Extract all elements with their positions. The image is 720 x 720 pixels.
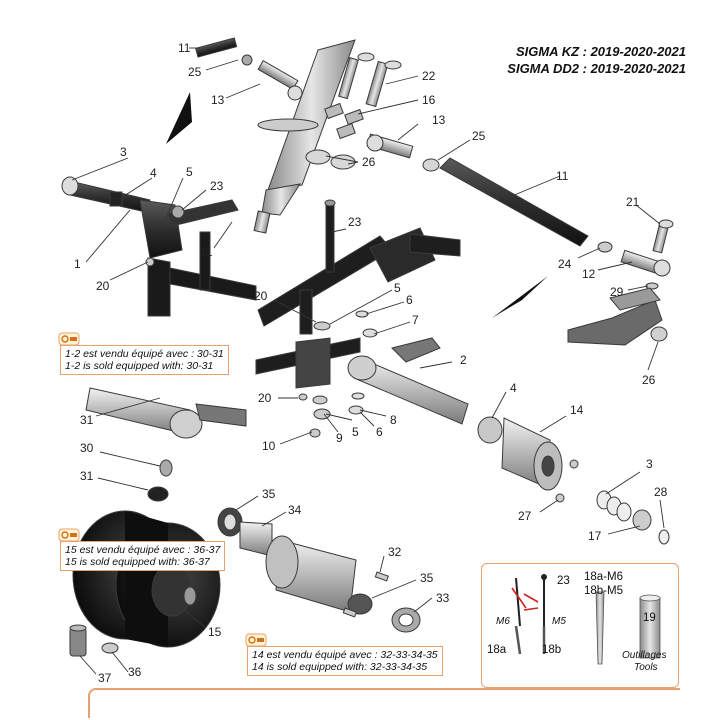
callout-26: 26 [362,155,376,169]
note-14: 14 est vendu équipé avec : 32-33-34-35 1… [245,633,443,676]
callout-34: 34 [288,503,302,517]
chassis-center [255,199,461,389]
inset-tools-en: Tools [634,662,658,673]
callout-numbers: 11 25 13 22 16 13 25 26 3 4 5 23 1 20 11… [74,41,668,685]
hub-14 [501,417,579,503]
rod-end-13-mid [366,133,440,172]
callout-16: 16 [422,93,436,107]
callout-5: 5 [394,281,401,295]
callout-28: 28 [654,485,668,499]
inset-label-23: 23 [557,575,570,587]
callout-5: 5 [186,165,193,179]
callout-6: 6 [376,425,383,439]
callout-33: 33 [436,591,450,605]
tools-inset: 23 18a-M6 18b-M5 19 M6 M5 18a 18b Outill… [481,563,679,688]
note-15-en: 15 is sold equipped with: 36-37 [65,556,210,568]
rod-end-12 [597,219,674,290]
callout-22: 22 [422,69,436,83]
note-14-en: 14 is sold equipped with: 32-33-34-35 [252,661,428,673]
direction-arrow-right [492,276,548,318]
callout-23: 23 [210,179,224,193]
callout-6: 6 [406,293,413,307]
callout-17: 17 [588,529,602,543]
callout-32: 32 [388,545,402,559]
model-line-2: SIGMA DD2 : 2019-2020-2021 [507,61,686,76]
callout-4: 4 [510,381,517,395]
callout-24: 24 [558,257,572,271]
callout-20: 20 [254,289,268,303]
callout-11: 11 [556,169,569,183]
callout-31: 31 [80,469,94,483]
callout-1: 1 [74,257,81,271]
leader-lines [71,47,665,675]
callout-7: 7 [412,313,419,327]
steering-column [253,39,356,234]
callout-25: 25 [472,129,486,143]
inset-label-18b-m5: 18b-M5 [584,585,623,597]
callout-4: 4 [150,166,157,180]
callout-3: 3 [646,457,653,471]
callout-5: 5 [352,425,359,439]
wheel-15 [69,510,221,657]
info-icon [245,633,267,647]
note-14-fr: 14 est vendu équipé avec : 32-33-34-35 [252,649,438,661]
callout-31: 31 [80,413,94,427]
note-15-fr: 15 est vendu équipé avec : 36-37 [65,544,221,556]
callout-10: 10 [262,439,276,453]
callout-35: 35 [262,487,276,501]
model-line-1: SIGMA KZ : 2019-2020-2021 [515,44,686,59]
tie-rod-11 [439,157,589,247]
direction-arrow-left [166,92,192,144]
inset-label-18a: 18a [487,644,507,656]
bolts-22 [338,52,402,108]
callout-14: 14 [570,403,584,417]
callout-13: 13 [211,93,225,107]
callout-30: 30 [80,441,94,455]
callout-37: 37 [98,671,112,685]
callout-12: 12 [582,267,596,281]
inset-tools-fr: Outillages [622,650,667,661]
callout-3: 3 [120,145,127,159]
front-axle-detail [61,176,257,317]
inset-label-m5: M5 [552,616,566,627]
callout-27: 27 [518,509,532,523]
rod-end-13-top [195,37,303,101]
callout-9: 9 [336,431,343,445]
callout-15: 15 [208,625,222,639]
callout-29: 29 [610,285,624,299]
callout-13: 13 [432,113,446,127]
callout-20: 20 [96,279,110,293]
inset-label-19: 19 [643,612,656,624]
spacers-3 [596,490,670,545]
callout-36: 36 [128,665,142,679]
bottom-frame [88,688,680,718]
callout-2: 2 [460,353,467,367]
note-1-2-fr: 1-2 est vendu équipé avec : 30-31 [65,348,224,360]
bushings-26-top [305,149,356,170]
spindle-31 [85,387,247,502]
skid-plate-26 [567,287,668,346]
callout-21: 21 [626,195,640,209]
inset-label-18b: 18b [542,644,562,656]
callout-35: 35 [420,571,434,585]
callout-11: 11 [178,41,191,55]
inset-label-m6: M6 [496,616,510,627]
callout-20: 20 [258,391,272,405]
spindle-2 [347,337,503,444]
inset-label-18a-m6: 18a-M6 [584,571,623,583]
tools-illustration [511,574,661,665]
callout-8: 8 [390,413,397,427]
note-1-2-en: 1-2 is sold equipped with: 30-31 [65,360,214,372]
info-icon [58,332,80,346]
clamp-16 [324,102,364,140]
note-15: 15 est vendu équipé avec : 36-37 15 is s… [58,528,226,571]
callout-26: 26 [642,373,656,387]
note-1-2: 1-2 est vendu équipé avec : 30-31 1-2 is… [58,332,229,375]
callout-11: 11 [200,245,213,259]
info-icon [58,528,80,542]
callout-25: 25 [188,65,202,79]
hub-34 [217,507,421,633]
callout-23: 23 [348,215,362,229]
